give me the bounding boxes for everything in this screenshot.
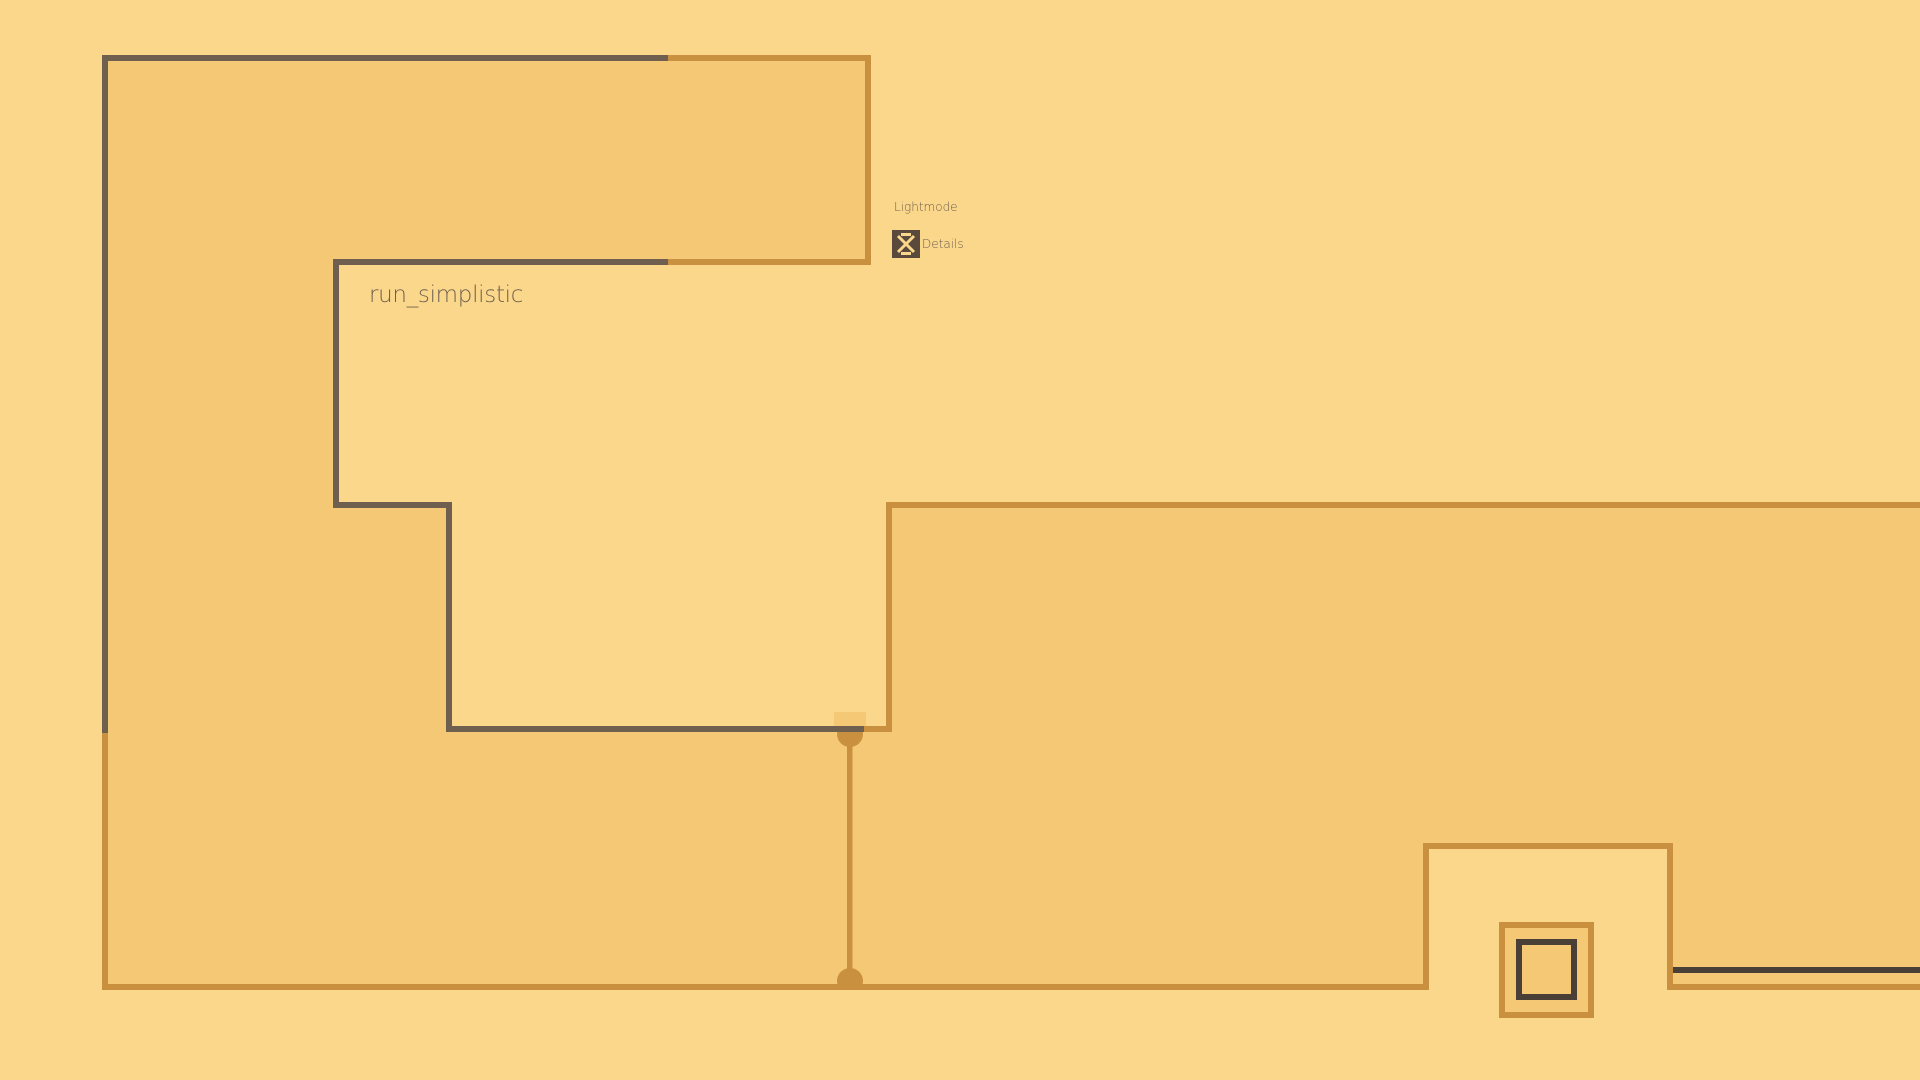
lightmode-toggle[interactable]: Lightmode (894, 200, 958, 214)
level-name: run_simplistic (369, 282, 524, 308)
path-trace-inner (333, 259, 864, 732)
details-label: Details (922, 237, 964, 251)
player-square[interactable] (1516, 939, 1577, 1000)
left-block (102, 55, 871, 990)
path-trace (102, 55, 668, 733)
details-checkbox[interactable] (892, 230, 920, 258)
x-mark-icon (896, 233, 916, 255)
right-block (847, 502, 1920, 990)
